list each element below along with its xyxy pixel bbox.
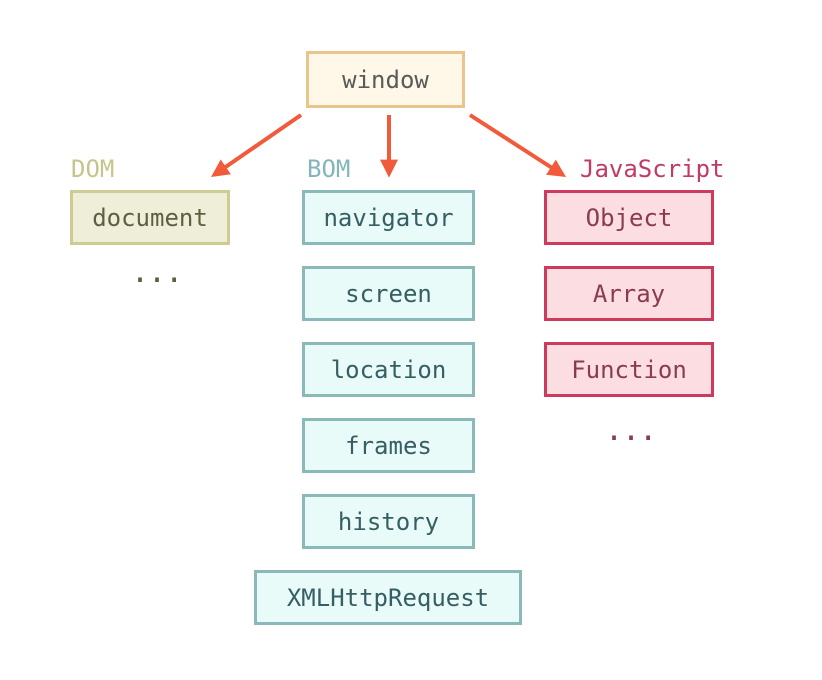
dom-item-label: document bbox=[92, 203, 208, 232]
bom-item-frames: frames bbox=[302, 418, 475, 473]
window-node: window bbox=[306, 51, 465, 108]
bom-item-xmlhttprequest: XMLHttpRequest bbox=[254, 570, 522, 625]
bom-item-label: XMLHttpRequest bbox=[286, 583, 490, 612]
dom-more-ellipsis: ... bbox=[131, 255, 183, 290]
bom-item-history: history bbox=[302, 494, 475, 549]
javascript-more-ellipsis: ... bbox=[605, 413, 657, 448]
bom-group-title: BOM bbox=[307, 155, 351, 183]
arrow-to-dom bbox=[211, 113, 303, 178]
dom-item-document: document bbox=[70, 190, 230, 245]
js-item-array: Array bbox=[544, 266, 714, 321]
bom-item-screen: screen bbox=[302, 266, 475, 321]
js-item-function: Function bbox=[544, 342, 714, 397]
bom-item-label: screen bbox=[345, 279, 432, 308]
js-item-label: Object bbox=[585, 203, 673, 232]
window-label: window bbox=[342, 65, 429, 94]
bom-item-label: history bbox=[337, 507, 440, 536]
js-item-label: Function bbox=[571, 355, 687, 384]
bom-item-label: navigator bbox=[323, 203, 454, 232]
dom-group-title: DOM bbox=[71, 155, 115, 183]
bom-item-navigator: navigator bbox=[302, 190, 475, 245]
bom-item-label: location bbox=[330, 355, 447, 384]
js-item-object: Object bbox=[544, 190, 714, 245]
bom-item-label: frames bbox=[345, 431, 432, 460]
bom-item-location: location bbox=[302, 342, 475, 397]
js-item-label: Array bbox=[592, 279, 666, 308]
javascript-group-title: JavaScript bbox=[580, 155, 725, 183]
arrow-to-javascript bbox=[468, 113, 567, 177]
